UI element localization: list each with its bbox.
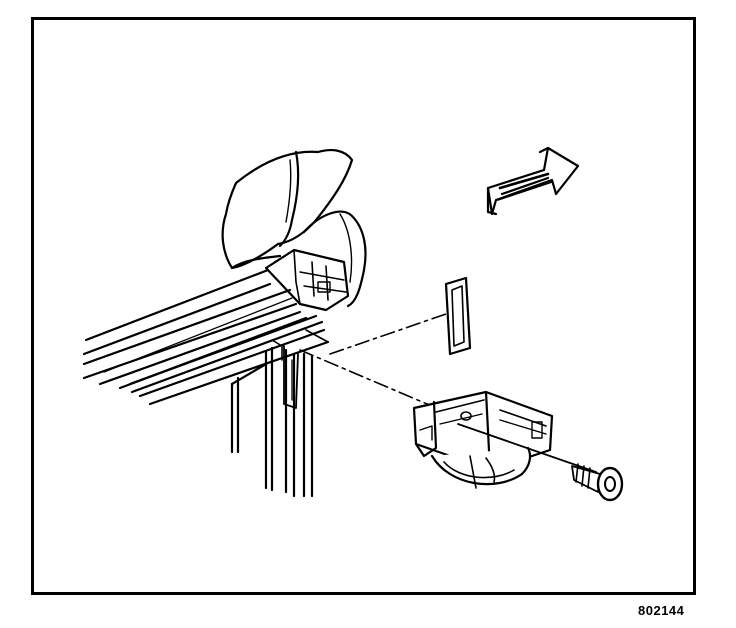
guide-bracket [412,390,554,489]
glass-run [230,329,329,498]
arrow-icon [486,146,580,216]
figure-id-label: 802144 [638,603,685,618]
screw-icon [571,463,624,502]
window-channel [82,268,330,406]
channel-end [264,248,350,312]
cloth-wrap [221,149,367,308]
clip-icon [444,276,472,356]
illustration-frame [31,17,696,595]
screw-axis [457,423,597,473]
